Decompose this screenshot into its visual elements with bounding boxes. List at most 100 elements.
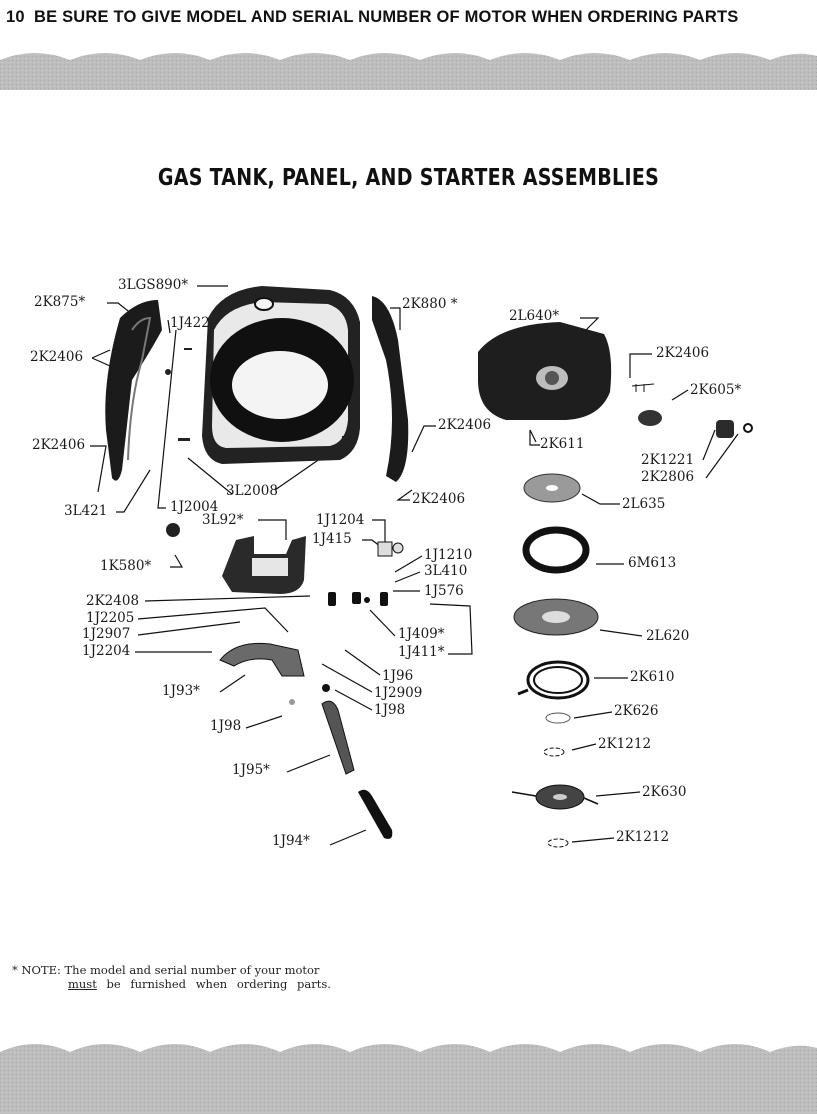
left-side-panel (105, 300, 162, 481)
leader-1j93 (219, 674, 246, 693)
footnote-line-2-rest: be furnished when ordering parts. (96, 977, 331, 991)
leader-1j1210 (394, 555, 423, 573)
label-2k880: 2K880 * (402, 296, 458, 312)
label-1j2909: 1J2909 (374, 685, 423, 701)
label-2k2806: 2K2806 (641, 469, 695, 485)
header-instruction: BE SURE TO GIVE MODEL AND SERIAL NUMBER … (34, 8, 739, 26)
label-2l635: 2L635 (622, 496, 666, 512)
label-2l640: 2L640* (509, 308, 560, 324)
footnote-line-2: must be furnished when ordering parts. (12, 977, 331, 991)
label-3l410: 3L410 (424, 563, 468, 579)
label-1j422: 1J422 (170, 315, 210, 331)
leader-2k2406-d (411, 425, 436, 453)
leader-2k2408 (144, 595, 311, 602)
leader-1k580 (170, 554, 184, 568)
label-1j2907: 1J2907 (82, 626, 131, 642)
leader-1j1204 (372, 519, 386, 545)
label-2k2406-d: 2K2406 (438, 417, 492, 433)
label-1j411: 1J411* (398, 644, 445, 660)
leader-1j94 (329, 829, 367, 846)
leader-2k611 (529, 429, 540, 446)
leader-2k630 (595, 791, 641, 797)
label-2k2406-b: 2K2406 (32, 437, 86, 453)
rewind-spring (522, 526, 590, 574)
leader-2k605 (671, 389, 689, 401)
leader-1j98-a (334, 689, 373, 711)
footnote-line-1: * NOTE: The model and serial number of y… (12, 963, 320, 977)
label-1j95: 1J95* (232, 762, 270, 778)
top-wave-band (0, 53, 817, 90)
leader-3l421 (116, 469, 151, 513)
label-1j2205: 1J2205 (86, 610, 135, 626)
leader-2l635 (581, 493, 620, 505)
label-1j576: 1J576 (424, 583, 464, 599)
label-1j96: 1J96 (382, 668, 414, 684)
leader-2k2406-e (396, 489, 413, 501)
label-1j93: 1J93* (162, 683, 200, 699)
label-2k2406-e: 2K2406 (412, 491, 466, 507)
leader-3l92 (258, 519, 287, 540)
label-1j2204: 1J2204 (82, 643, 131, 659)
label-1j1210: 1J1210 (424, 547, 473, 563)
label-1j98-b: 1J98 (210, 718, 242, 734)
label-3lgs890: 3LGS890* (118, 277, 189, 293)
label-2k610: 2K610 (630, 669, 675, 685)
label-2k1212-a: 2K1212 (598, 736, 652, 752)
leader-1j2004 (157, 329, 177, 509)
starter-pin (321, 700, 355, 775)
leader-2k626 (573, 711, 613, 719)
label-1j409: 1J409* (398, 626, 445, 642)
leader-1j98-b (245, 715, 283, 729)
leader-1j2205 (137, 607, 289, 633)
label-1k580: 1K580* (100, 558, 152, 574)
page-number: 10 (6, 8, 25, 26)
leader-2k1212-b (571, 837, 615, 843)
label-2k611: 2K611 (540, 436, 585, 452)
label-2k2408: 2K2408 (86, 593, 140, 609)
footnote: * NOTE: The model and serial number of y… (12, 963, 331, 991)
label-2k1212-b: 2K1212 (616, 829, 670, 845)
leader-2k2406-c (629, 353, 652, 378)
leader-1j2907 (137, 621, 241, 636)
leader-2k880 (390, 307, 401, 330)
leader-1j409 (369, 603, 473, 655)
leader-1j95 (286, 754, 331, 773)
starter-rope (526, 660, 590, 700)
diagram-title: GAS TANK, PANEL, AND STARTER ASSEMBLIES (157, 165, 660, 191)
label-2k2406-c: 2K2406 (656, 345, 710, 361)
leader-2k2406-b (90, 445, 107, 493)
label-2k626: 2K626 (614, 703, 659, 719)
leader-2l620 (599, 629, 643, 637)
label-2k1221: 2K1221 (641, 452, 695, 468)
bottom-wave-band (0, 1044, 817, 1114)
leader-1j422 (167, 319, 171, 334)
label-1j2004: 1J2004 (170, 499, 219, 515)
label-2k875: 2K875* (34, 294, 86, 310)
label-3l421: 3L421 (64, 503, 108, 519)
starter-lever (358, 789, 393, 839)
label-2k2406-a: 2K2406 (30, 349, 84, 365)
label-2k630: 2K630 (642, 784, 687, 800)
screw (178, 438, 190, 441)
starter-handle (219, 642, 305, 677)
leader-3l410 (394, 571, 421, 583)
right-side-panel (372, 296, 409, 482)
label-3l92: 3L92* (202, 512, 244, 528)
label-2l620: 2L620 (646, 628, 690, 644)
page-header: 10 BE SURE TO GIVE MODEL AND SERIAL NUMB… (0, 0, 817, 40)
label-1j1204: 1J1204 (316, 512, 365, 528)
label-1j415: 1J415 (312, 531, 352, 547)
footnote-emphasis: must (68, 977, 97, 991)
knob-1k580 (166, 523, 180, 537)
leader-1j2909 (321, 663, 373, 693)
label-1j98-a: 1J98 (374, 702, 406, 718)
leader-2k1212-a (571, 743, 597, 751)
label-1j94: 1J94* (272, 833, 310, 849)
label-3l2008: 3L2008 (226, 483, 278, 499)
leader-1j96 (344, 649, 381, 676)
leader-2k1221 (702, 429, 739, 479)
label-2k605: 2K605* (690, 382, 742, 398)
leader-2k2406-a (91, 349, 111, 367)
label-6m613: 6M613 (628, 555, 677, 571)
